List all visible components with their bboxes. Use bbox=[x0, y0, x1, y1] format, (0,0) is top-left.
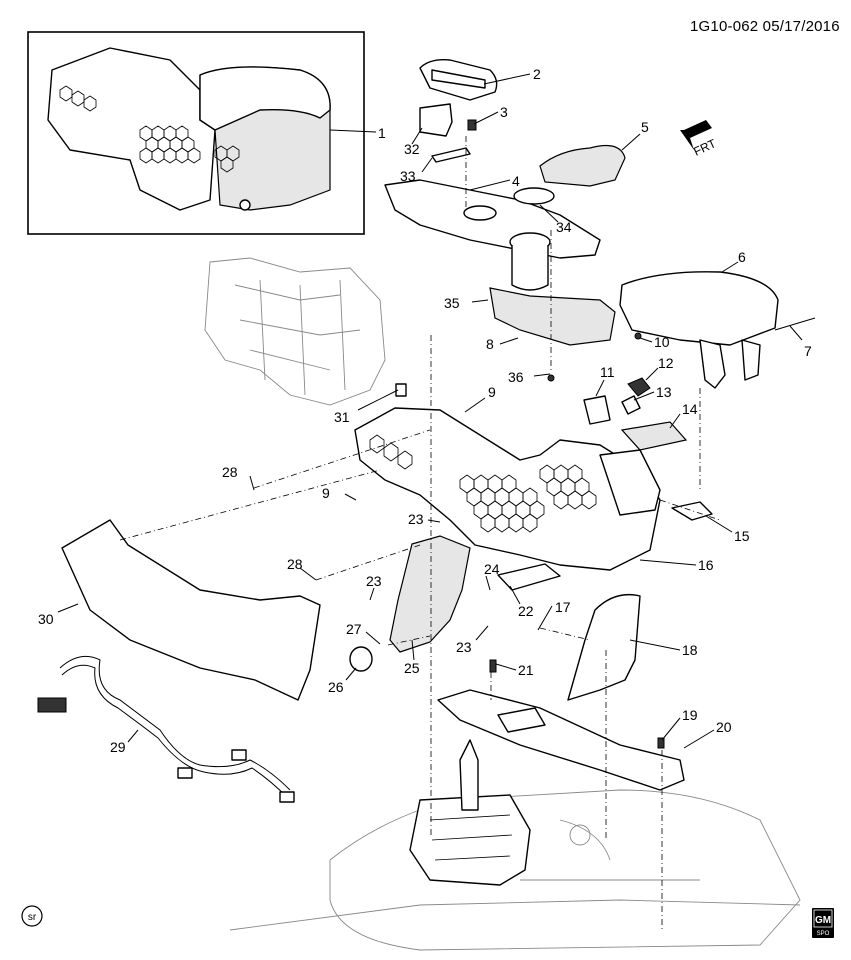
sr-logo-text: sr bbox=[28, 912, 37, 923]
callout-25: 25 bbox=[404, 660, 420, 676]
part-36 bbox=[547, 374, 555, 382]
callout-18: 18 bbox=[682, 642, 698, 658]
callout-5: 5 bbox=[641, 119, 649, 135]
direction-label: FRT bbox=[691, 136, 718, 159]
assembly-lines bbox=[119, 136, 721, 930]
part-21-screw bbox=[489, 659, 497, 673]
callout-22: 22 bbox=[518, 603, 534, 619]
callout-9-lower: 9 bbox=[322, 485, 330, 501]
document-id: 1G10-062 05/17/2016 bbox=[690, 18, 840, 35]
callout-11: 11 bbox=[600, 364, 615, 380]
part-15 bbox=[671, 501, 713, 521]
part-32-switch bbox=[419, 103, 453, 137]
callout-4: 4 bbox=[512, 173, 520, 189]
gm-logo: GM SPO bbox=[812, 908, 834, 938]
part-35-lower-panel bbox=[489, 287, 616, 346]
gm-logo-subtext: SPO bbox=[817, 931, 830, 937]
part-10 bbox=[634, 332, 642, 340]
shifter-assembly bbox=[409, 739, 531, 886]
part-22-bracket bbox=[497, 563, 561, 591]
part-19-screw bbox=[657, 737, 665, 749]
part-3-clip bbox=[467, 119, 477, 131]
console-bracket bbox=[354, 407, 661, 571]
part-25-trim bbox=[389, 535, 471, 653]
callout-34: 34 bbox=[556, 219, 572, 235]
part-31-clip bbox=[395, 383, 407, 397]
callout-13: 13 bbox=[656, 384, 672, 400]
callout-leaders bbox=[57, 73, 803, 749]
callout-23-c: 23 bbox=[456, 639, 472, 655]
part-11 bbox=[583, 395, 611, 425]
callout-35: 35 bbox=[444, 295, 460, 311]
callout-19: 19 bbox=[682, 707, 698, 723]
callout-21: 21 bbox=[518, 662, 534, 678]
callout-3: 3 bbox=[500, 104, 508, 120]
part-18-side-panel bbox=[567, 593, 641, 701]
callout-30: 30 bbox=[38, 611, 54, 627]
vehicle-frame-ghost bbox=[204, 257, 386, 406]
assembly-inset bbox=[27, 31, 377, 235]
callout-8: 8 bbox=[486, 336, 494, 352]
part-14-mat bbox=[620, 421, 688, 451]
callout-33: 33 bbox=[400, 168, 416, 184]
callout-12: 12 bbox=[658, 355, 674, 371]
callout-7: 7 bbox=[804, 343, 812, 359]
callout-23-b: 23 bbox=[366, 573, 382, 589]
callout-14: 14 bbox=[682, 401, 698, 417]
part-29-harness bbox=[37, 655, 295, 803]
gm-logo-text: GM bbox=[815, 915, 831, 926]
callout-29: 29 bbox=[110, 739, 126, 755]
sr-logo: sr bbox=[21, 905, 43, 927]
callout-1: 1 bbox=[378, 125, 386, 141]
part-6-armrest bbox=[619, 271, 816, 389]
callout-numbers: 1 2 3 4 5 6 7 8 9 9 10 11 12 13 14 15 16… bbox=[38, 66, 812, 755]
part-4-console-top bbox=[384, 179, 601, 291]
callout-20: 20 bbox=[716, 719, 732, 735]
callout-17: 17 bbox=[555, 599, 571, 615]
part-2-bezel bbox=[419, 58, 498, 101]
callout-28-upper: 28 bbox=[222, 464, 238, 480]
part-5-pad bbox=[539, 145, 626, 187]
callout-16: 16 bbox=[698, 557, 714, 573]
callout-2: 2 bbox=[533, 66, 541, 82]
callout-28-lower: 28 bbox=[287, 556, 303, 572]
callout-9-upper: 9 bbox=[488, 384, 496, 400]
callout-36: 36 bbox=[508, 369, 524, 385]
callout-26: 26 bbox=[328, 679, 344, 695]
front-direction-arrow-icon: FRT bbox=[680, 120, 719, 159]
part-33-insert bbox=[431, 147, 471, 163]
callout-10: 10 bbox=[654, 334, 670, 350]
part-20-opening bbox=[497, 707, 546, 733]
part-26-cap bbox=[349, 646, 373, 672]
callout-6: 6 bbox=[738, 249, 746, 265]
part-12 bbox=[627, 377, 651, 397]
callout-32: 32 bbox=[404, 141, 420, 157]
callout-27: 27 bbox=[346, 621, 362, 637]
callout-24: 24 bbox=[484, 561, 500, 577]
part-30-side-panel bbox=[61, 519, 321, 701]
callout-23-a: 23 bbox=[408, 511, 424, 527]
callout-31: 31 bbox=[334, 409, 350, 425]
floor-pan-ghost bbox=[229, 789, 801, 951]
callout-15: 15 bbox=[734, 528, 750, 544]
part-13 bbox=[621, 395, 641, 415]
